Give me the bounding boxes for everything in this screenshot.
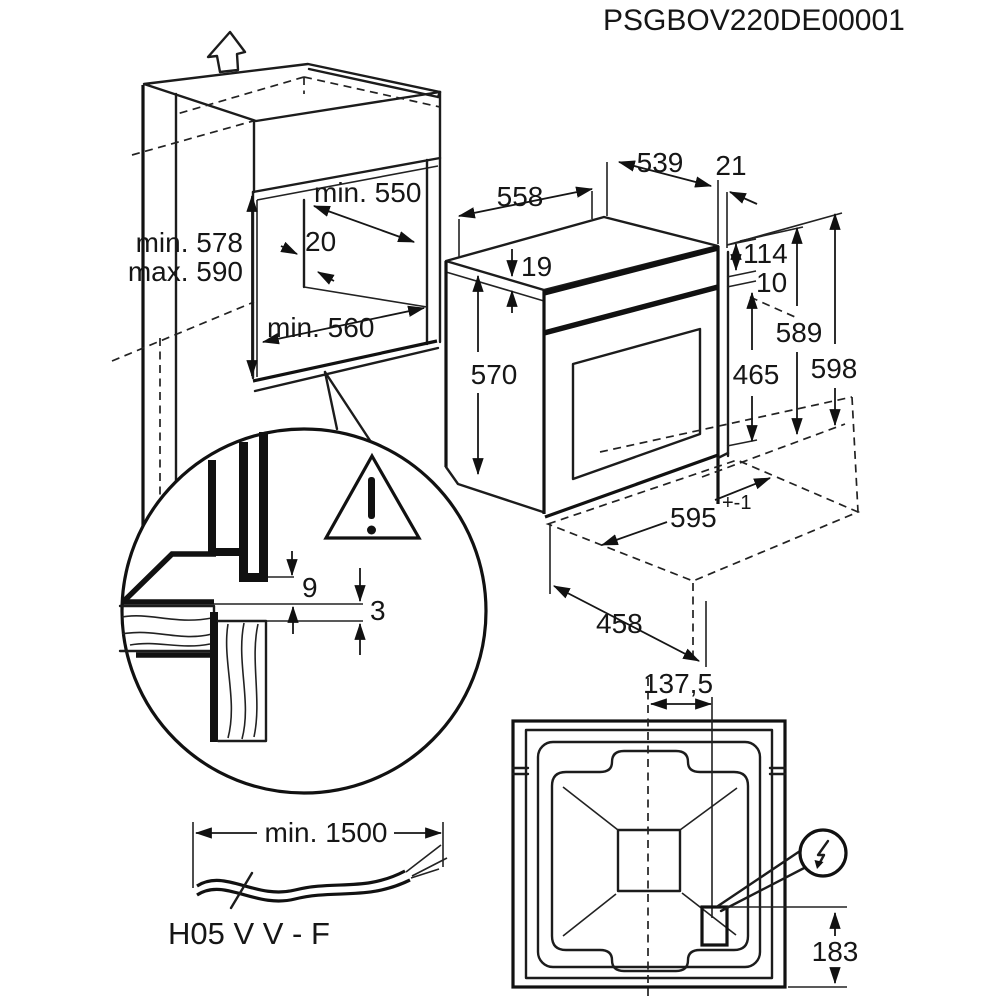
dim-detail-gap-bottom: 3 [370,595,386,626]
dim-door-height: 465 [733,359,780,390]
connection-box [700,905,729,947]
dim-niche-height-max: max. 590 [128,256,243,287]
dim-front-width: 595 [670,502,717,533]
dim-connection-offset-x: 137,5 [643,668,713,699]
dim-frame-overhang: 21 [715,150,746,181]
electric-connection-icon [798,828,848,878]
dim-rear-height: 589 [776,317,823,348]
dim-rear-clearance: 20 [305,226,336,257]
oven-drawing: 558 539 21 19 570 114 10 465 589 598 595… [444,147,861,667]
dim-front-width-tolerance: +-1 [722,492,751,514]
dim-panel-height: 114 [743,238,788,269]
power-cable-drawing: min. 1500 H05 V V - F [168,817,448,951]
drawing-code: PSGBOV220DE00001 [603,4,905,37]
detail-circle [120,427,488,795]
dim-connection-offset-y: 183 [812,936,859,967]
cabinet-niche-drawing: min. 578 max. 590 min. 550 20 min. 560 [111,30,442,528]
mounting-detail-view: 9 3 [118,427,488,795]
dim-front-height: 598 [811,353,858,384]
dim-body-depth: 539 [637,147,684,178]
dim-body-height: 570 [471,359,518,390]
dim-niche-height-min: min. 578 [136,227,243,258]
dim-niche-width: min. 560 [267,312,374,343]
dim-top-edge: 19 [521,251,552,282]
dim-gap-below-panel: 10 [756,267,787,298]
pull-out-arrow-icon [206,30,247,74]
dim-top-width: 558 [497,181,544,212]
dim-bottom-depth: 458 [596,608,643,639]
cable-type-label: H05 V V - F [168,916,330,951]
dim-niche-depth: min. 550 [314,177,421,208]
cable-curve [196,869,406,894]
dim-detail-gap-top: 9 [302,572,318,603]
dim-cable-length: min. 1500 [265,817,388,848]
rear-view-drawing: 137,5 183 [511,668,859,996]
